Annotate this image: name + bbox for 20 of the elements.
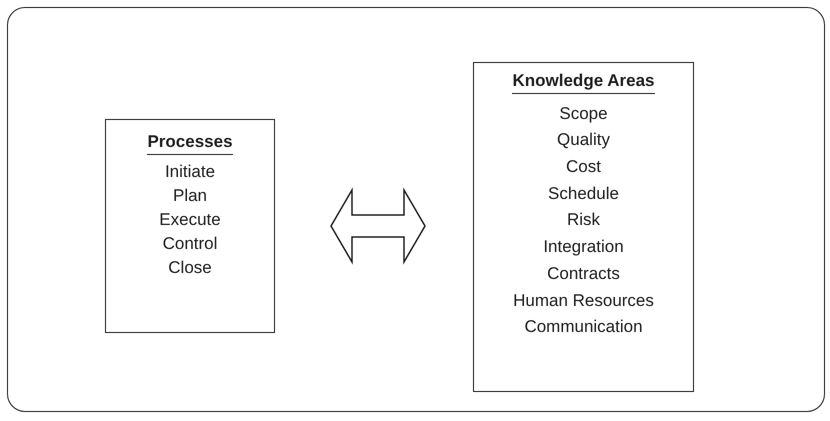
list-heading: Knowledge Areas [512,71,655,94]
list-item: Schedule [548,184,619,203]
list-item: Cost [566,157,601,176]
list-item: Plan [172,186,208,205]
list-heading: Processes [147,132,233,155]
list-item: Scope [559,104,608,123]
double-block-arrow [330,187,426,265]
list-item: Quality [557,130,610,150]
list-box [105,119,275,333]
list-item: Contracts [547,264,620,283]
list-item: Risk [566,210,600,230]
list-item: Close [168,258,212,277]
list-item: Communication [524,317,643,336]
list-item: Control [162,234,218,253]
list-item: Initiate [164,162,216,181]
frame-background [7,7,825,412]
list-box [473,62,694,392]
list-item: Execute [159,210,221,229]
list-item: Integration [543,237,624,256]
list-item: Human Resources [513,290,654,310]
